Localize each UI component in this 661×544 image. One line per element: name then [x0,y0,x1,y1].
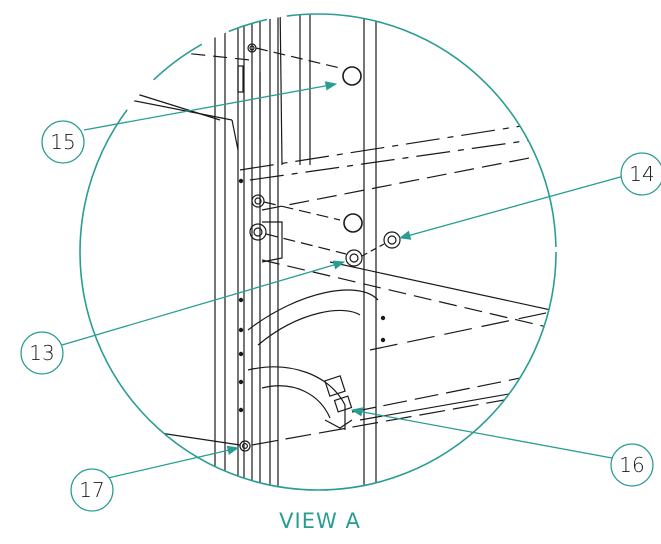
callout-label-13: 13 [29,341,54,365]
callout-label-16: 16 [619,453,644,477]
leader-13 [61,260,346,346]
callout-label-17: 17 [79,478,104,502]
leader-17 [107,445,240,479]
view-label: VIEW A [279,509,361,533]
callout-label-14: 14 [629,162,654,186]
leader-lines [61,81,625,479]
leader-15 [83,81,338,131]
callout-balloon-14 [620,152,661,196]
callout-balloon-15 [41,120,85,164]
callout-label-15: 15 [50,130,75,154]
leader-14 [398,175,625,240]
detail-boundary-circle [79,13,557,491]
leader-16 [350,407,613,459]
callout-balloon-13 [20,331,64,375]
callout-balloon-17 [70,468,114,512]
mechanical-parts [80,14,556,490]
callout-balloon-16 [610,443,654,487]
